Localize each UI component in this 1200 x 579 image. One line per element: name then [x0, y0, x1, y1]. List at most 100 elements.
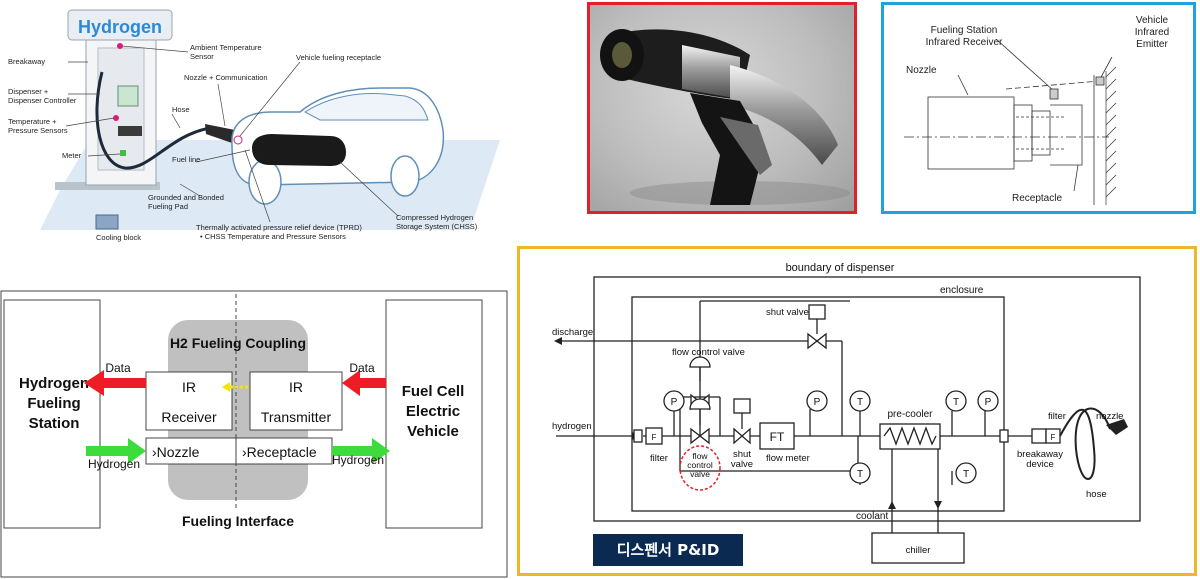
hydrogen-tank: [252, 134, 346, 166]
pressure-gauge-3: [977, 390, 999, 412]
label-tprd: Thermally activated pressure relief devi…: [196, 223, 362, 232]
vehicle-wall-hatch: [1105, 66, 1117, 205]
actuator-shut-lower: [733, 398, 751, 414]
vehicle-line-2: Electric: [406, 403, 460, 420]
pid-panel: boundary of dispenser enclosure shut val…: [517, 246, 1197, 576]
nozzle-holster: [118, 126, 142, 136]
data-arrow-right: [342, 370, 386, 396]
label-chss-1: Compressed Hydrogen: [396, 213, 473, 222]
nozzle-label: ›Nozzle: [152, 444, 200, 460]
pid-nozzle-label: nozzle: [1096, 411, 1123, 422]
nozzle-photo-panel: [587, 2, 857, 214]
label-meter: Meter: [62, 151, 82, 160]
ir-label-nozzle: Nozzle: [906, 65, 937, 76]
dispenser-sign-text: Hydrogen: [78, 17, 162, 37]
pid-p-3: P: [985, 397, 992, 408]
receptacle-label: ›Receptacle: [242, 444, 317, 460]
actuator-1: [689, 356, 711, 368]
rear-wheel: [248, 159, 282, 205]
label-dispenser-1: Dispenser +: [8, 87, 49, 96]
label-hose: Hose: [172, 105, 190, 114]
nozzle-chrome-sleeve: [682, 45, 740, 99]
ir-transmitter-label: Transmitter: [261, 409, 332, 425]
label-ambient-1: Ambient Temperature: [190, 43, 262, 52]
pid-coolant-label: coolant: [856, 511, 888, 522]
coupling-diagram: Hydrogen Fueling Station Fuel Cell Elect…: [0, 290, 508, 578]
ir-receiver-label: Receiver: [161, 409, 217, 425]
receptacle-body: [1050, 104, 1083, 166]
coupling-title: H2 Fueling Coupling: [170, 335, 306, 351]
coupling-diagram-panel: Hydrogen Fueling Station Fuel Cell Elect…: [0, 290, 510, 579]
pid-discharge-label: discharge: [552, 327, 593, 338]
nozzle-photo: [600, 29, 850, 205]
receptacle-box: [235, 437, 333, 465]
actuator-shut-upper: [808, 304, 826, 320]
shut-valve-lower: [733, 427, 751, 445]
label-grounded-1: Grounded and Bonded: [148, 193, 224, 202]
data-right-label: Data: [349, 361, 375, 375]
pid-breakaway-line-1: breakaway: [1017, 449, 1063, 460]
pid-fcv-line-1: flow: [692, 451, 708, 461]
label-fuel-line: Fuel line: [172, 155, 200, 164]
ir-label-emitter-1: Vehicle: [1136, 15, 1169, 26]
temperature-sensor-4: [955, 462, 977, 484]
nozzle-box: [145, 437, 237, 465]
pid-fcv-line-2: control: [687, 460, 713, 470]
car-window: [304, 93, 429, 121]
discharge-arrow: [554, 337, 562, 345]
pre-cooler-box: [879, 423, 941, 450]
flow-control-highlight: [679, 445, 721, 491]
label-temp-1: Temperature +: [8, 117, 57, 126]
pid-hose: [1059, 407, 1111, 480]
dispenser-display: [117, 85, 139, 107]
pid-shut-valve-top-label: shut valve: [766, 307, 809, 318]
ir-receiver-box: [145, 371, 233, 431]
pid-flow-meter-label: flow meter: [766, 453, 810, 464]
pid-t-4: T: [963, 469, 969, 480]
pid-hose-label: hose: [1086, 489, 1107, 500]
pid-pre-cooler-label: pre-cooler: [887, 409, 933, 420]
ir-drawing: Fueling Station Infrared Receiver Vehicl…: [904, 15, 1169, 205]
pid-chiller-label: chiller: [906, 545, 931, 556]
data-arrow-left: [84, 370, 146, 396]
label-cooling-block: Cooling block: [96, 233, 141, 242]
ir-label-emitter-2: Infrared: [1135, 27, 1169, 38]
vehicle-box: [385, 299, 483, 529]
pid-t-2: T: [953, 397, 959, 408]
pid-nozzle-shape: [1106, 419, 1128, 435]
nozzle-trigger: [720, 117, 772, 175]
ir-label-receptacle: Receptacle: [1012, 193, 1062, 204]
inlet-filter: [645, 427, 663, 445]
front-wheel: [390, 155, 420, 197]
pid-fcv-line-3: valve: [690, 469, 710, 479]
interface-caption: Fueling Interface: [182, 513, 294, 529]
nozzle-body: [927, 96, 1015, 170]
pid-shut-line-1: shut: [733, 449, 751, 460]
ir-label-receiver-2: Infrared Receiver: [926, 37, 1003, 48]
shut-valve-upper: [807, 332, 827, 350]
ir-receiver-title: IR: [182, 379, 196, 395]
pid-f-inlet: F: [652, 433, 657, 442]
pressure-gauge-1: [663, 390, 685, 412]
station-line-2: Fueling: [27, 395, 80, 412]
label-chss-sensors: • CHSS Temperature and Pressure Sensors: [200, 232, 346, 241]
pid-f-outlet: F: [1051, 433, 1056, 442]
station-illustration: Hydrogen Breakaway Ambient Temperature S…: [8, 9, 500, 242]
hydrogen-right-label: Hydrogen: [332, 453, 384, 467]
receptacle-dot: [233, 135, 243, 145]
pressure-gauge-2: [806, 390, 828, 412]
label-nozzle-comm: Nozzle + Communication: [184, 73, 268, 82]
station-illustration-panel: Hydrogen Breakaway Ambient Temperature S…: [0, 0, 510, 255]
enclosure-box: [631, 296, 1005, 512]
pid-enclosure-label: enclosure: [940, 285, 984, 296]
ir-receiver-shape: [1049, 88, 1059, 100]
label-temp-2: Pressure Sensors: [8, 126, 68, 135]
ir-label-emitter-3: Emitter: [1136, 39, 1168, 50]
pid-ft-label: FT: [770, 430, 785, 444]
nozzle-inlet: [730, 65, 838, 165]
pid-p-2: P: [814, 397, 821, 408]
pid-hydrogen-label: hydrogen: [552, 421, 592, 432]
pid-diagram: boundary of dispenser enclosure shut val…: [552, 262, 1141, 564]
pid-p-1: P: [671, 397, 678, 408]
pid-flow-control-label: flow control valve: [672, 347, 745, 358]
